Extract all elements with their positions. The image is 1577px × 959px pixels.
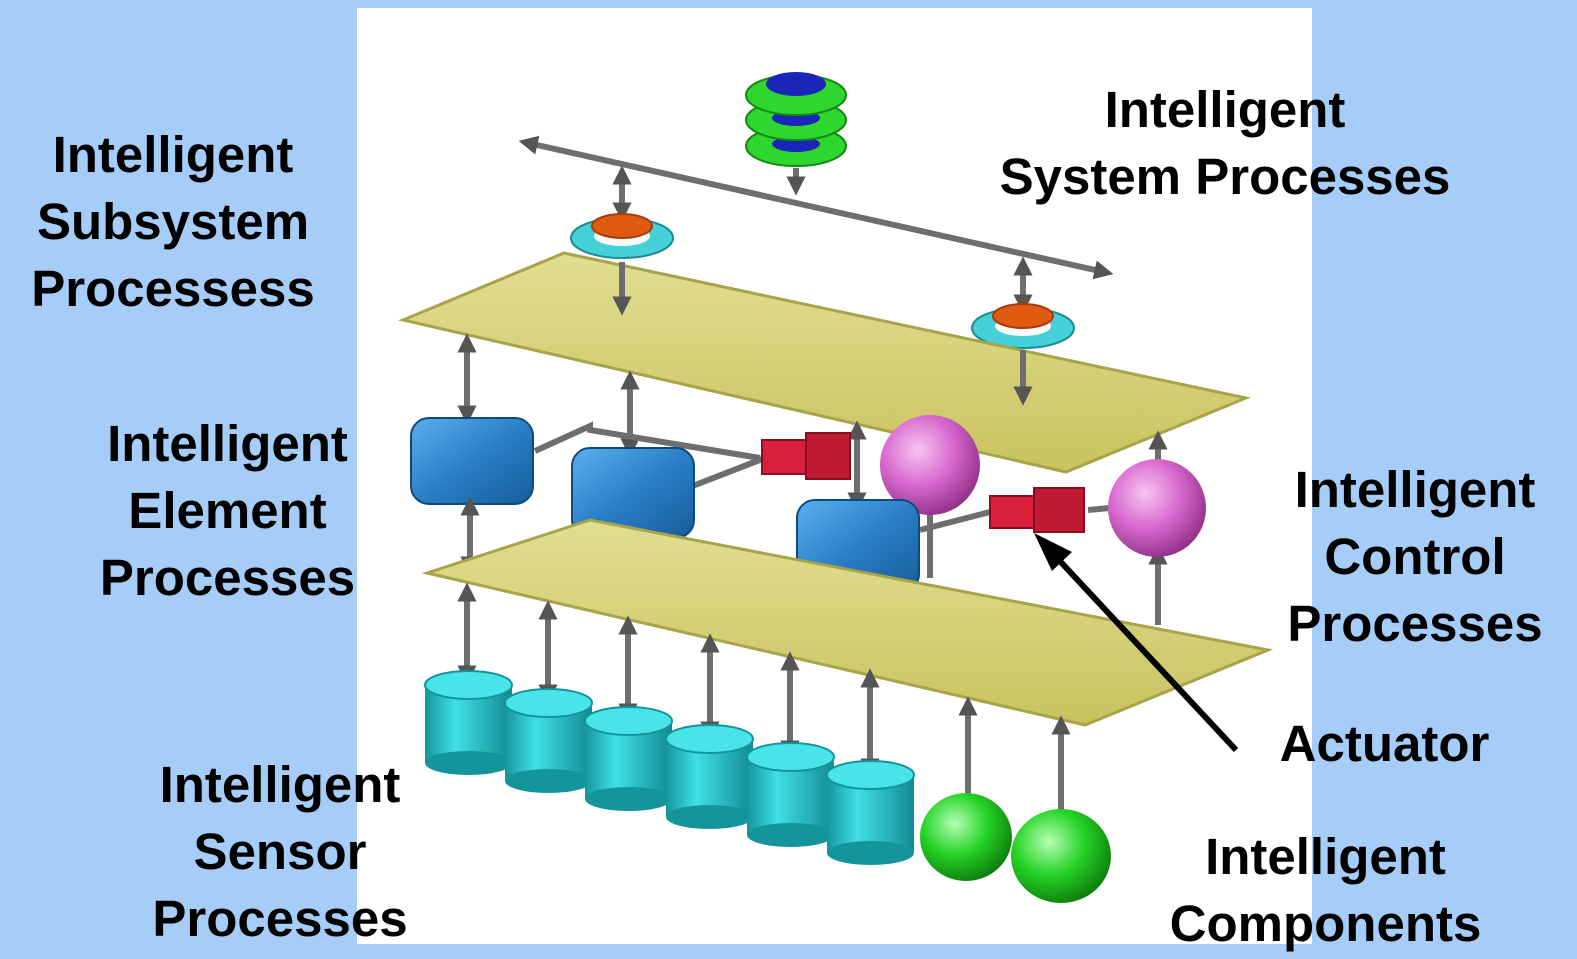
subsystem-process-ring-left <box>570 213 674 259</box>
actuator-pointer-arrow <box>1055 556 1239 753</box>
sensor-cylinder-1 <box>424 670 513 775</box>
actuator-lower <box>989 487 1085 533</box>
label-sensor-processes: Intelligent Sensor Processes <box>152 756 408 947</box>
label-components: Intelligent Components <box>1169 828 1482 952</box>
label-system-processes: Intelligent System Processes <box>999 81 1451 205</box>
sensor-cylinder-3 <box>584 706 673 811</box>
label-element-processes: Intelligent Element Processes <box>99 415 356 606</box>
sensor-cylinder-2 <box>504 688 593 793</box>
label-actuator: Actuator <box>1279 715 1490 772</box>
actuator-upper <box>761 432 851 480</box>
subsystem-process-ring-right <box>971 303 1075 349</box>
system-bus-line <box>518 135 1114 280</box>
label-control-processes: Intelligent Control Processes <box>1287 461 1543 652</box>
component-sphere-1 <box>920 793 1012 881</box>
sensor-cylinder-5 <box>746 742 835 847</box>
component-sphere-2 <box>1011 809 1111 903</box>
sensor-cylinder-6 <box>826 760 915 865</box>
sensor-cylinder-4 <box>665 724 754 829</box>
control-sphere-lower <box>1108 459 1206 557</box>
label-subsystem-processes: Intelligent Subsystem Processess <box>31 126 315 317</box>
control-sphere-upper <box>880 415 980 515</box>
sensor-cylinders <box>424 670 915 865</box>
element-cube-1 <box>410 417 534 505</box>
system-process-stack <box>745 72 847 167</box>
